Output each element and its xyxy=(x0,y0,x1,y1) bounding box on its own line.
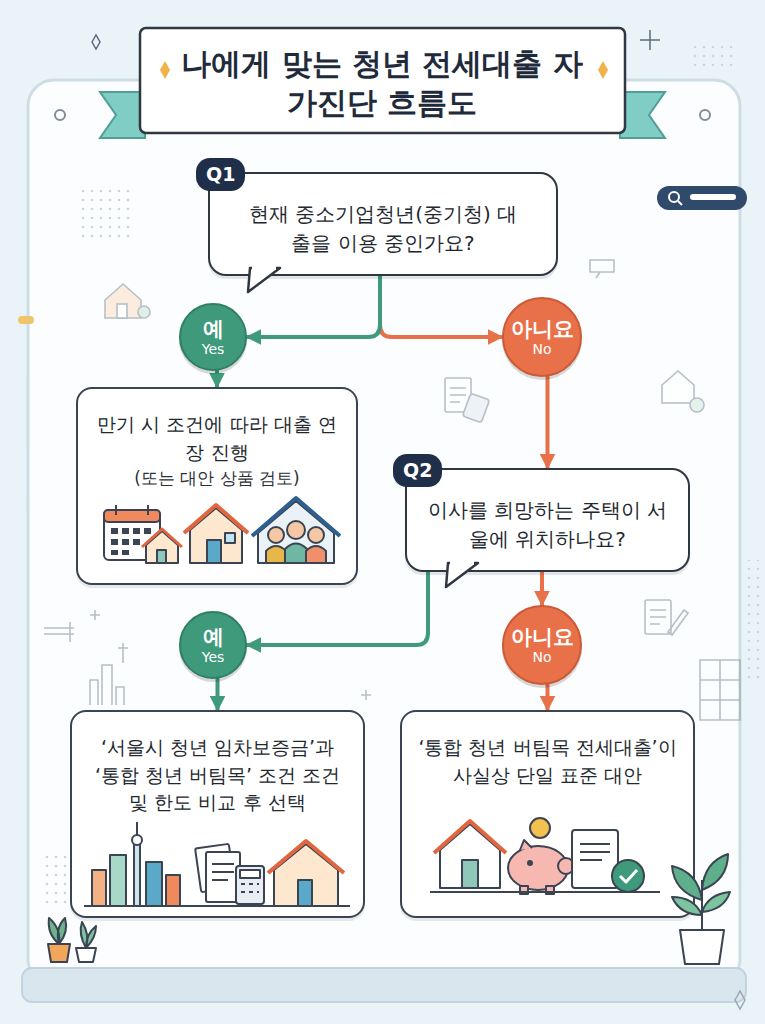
yes-circle: 예Yes xyxy=(179,303,247,371)
node-text: (또는 대안 상품 검토) xyxy=(92,466,342,491)
question-bubble: Q1현재 중소기업청년(중기청) 대출을 이용 중인가요? xyxy=(208,172,558,276)
result-box: 만기 시 조건에 따라 대출 연장 진행(또는 대안 상품 검토) xyxy=(76,387,358,585)
node-text: No xyxy=(532,649,551,666)
node-text: 이사를 희망하는 주택이 서울에 위치하나요? xyxy=(425,496,670,554)
node-text: ‘통합 청년 버팀목 전세대출’이 사실상 단일 표준 대안 xyxy=(416,734,679,789)
node-text: 예 xyxy=(203,625,224,649)
flow-arrow xyxy=(546,377,550,468)
node-text: 현재 중소기업청년(중기청) 대출을 이용 중인가요? xyxy=(243,200,523,258)
flow-arrow xyxy=(247,276,380,337)
question-number: Q2 xyxy=(393,454,442,487)
node-text: 예 xyxy=(203,317,224,341)
title-text: 나에게 맞는 청년 전세대출 자가진단 흐름도 xyxy=(172,44,592,122)
node-text: ‘서울시 청년 임차보증금’과 ‘통합 청년 버팀목’ 조건 조건 및 한도 비… xyxy=(86,734,349,817)
node-text: Yes xyxy=(202,341,225,358)
node-text: 만기 시 조건에 따라 대출 연장 진행 xyxy=(92,411,342,466)
node-text: Yes xyxy=(202,649,225,666)
flow-arrow xyxy=(540,572,544,605)
yes-circle: 예Yes xyxy=(179,611,247,679)
flow-arrow xyxy=(216,679,220,710)
node-text: No xyxy=(532,341,551,358)
node-text: 아니요 xyxy=(511,317,574,341)
question-number: Q1 xyxy=(196,158,245,191)
flow-arrow xyxy=(215,371,219,387)
node-text: 아니요 xyxy=(511,625,574,649)
flow-arrow xyxy=(546,685,550,710)
question-bubble: Q2이사를 희망하는 주택이 서울에 위치하나요? xyxy=(405,468,690,572)
flow-arrow xyxy=(380,276,502,337)
result-box: ‘통합 청년 버팀목 전세대출’이 사실상 단일 표준 대안 xyxy=(400,710,695,918)
result-box: ‘서울시 청년 임차보증금’과 ‘통합 청년 버팀목’ 조건 조건 및 한도 비… xyxy=(70,710,365,918)
no-circle: 아니요No xyxy=(502,297,582,377)
no-circle: 아니요No xyxy=(502,605,582,685)
